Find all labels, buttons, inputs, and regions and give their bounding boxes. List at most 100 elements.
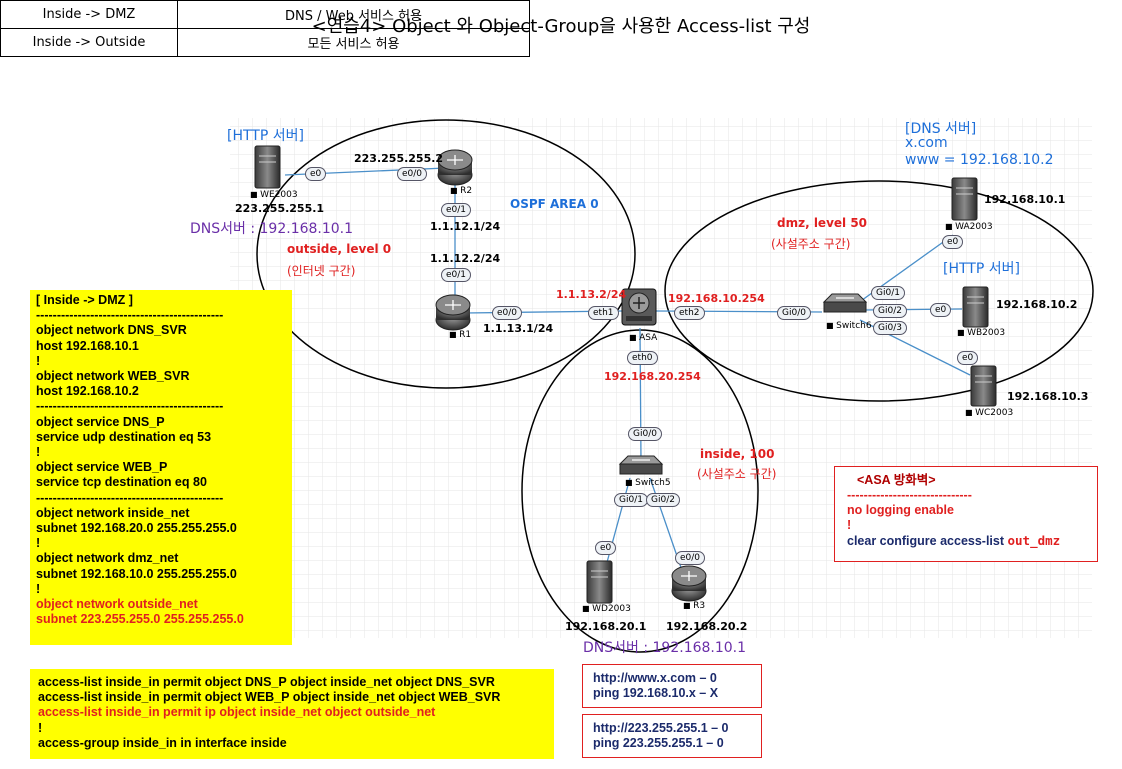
address-label: 192.168.10.2 <box>996 298 1078 311</box>
device-label: WB2003 <box>957 328 1005 338</box>
config-line: object network WEB_SVR <box>36 369 190 384</box>
dmz-zone-label: dmz, level 50 <box>777 216 868 230</box>
config-line: ! <box>36 445 41 460</box>
config-line: object network inside_net <box>36 505 190 520</box>
server-icon <box>254 145 281 189</box>
inside-zone-label: inside, 100 <box>700 447 775 461</box>
dns-server-dmz-label: [DNS 서버] <box>905 121 977 137</box>
interface-badge: e0/0 <box>675 551 706 565</box>
interface-badge: Gi0/1 <box>614 493 648 507</box>
server-icon <box>586 560 613 604</box>
test-line: http://www.x.com – 0 <box>593 671 717 685</box>
switch-icon <box>618 455 664 475</box>
config-header: [ Inside -> DMZ ] <box>36 293 133 307</box>
interface-badge: eth2 <box>674 306 705 320</box>
outside-zone-desc: (인터넷 구간) <box>287 264 356 278</box>
test-box-outside: http://223.255.255.1 – 0 ping 223.255.25… <box>582 714 762 758</box>
interface-badge: e0/0 <box>492 306 523 320</box>
config-line: object service WEB_P <box>36 460 168 475</box>
device-label: R3 <box>683 601 705 611</box>
address-label: 192.168.20.1 <box>565 620 647 633</box>
interface-badge: Gi0/3 <box>873 321 907 335</box>
config-box: [ Inside -> DMZ ] ----------------------… <box>30 290 292 645</box>
inside-zone-desc: (사설주소 구간) <box>697 467 777 481</box>
asa-box-title: <ASA 방화벽> <box>857 473 936 487</box>
server-icon <box>962 286 989 328</box>
address-label: 1.1.13.1/24 <box>483 322 554 335</box>
address-label: 1.1.12.1/24 <box>430 220 501 233</box>
config-line-highlight: object network outside_net <box>36 597 198 612</box>
policy-row: Inside -> Outside 모든 서비스 허용 <box>0 28 530 57</box>
address-label: 192.168.20.254 <box>604 370 701 383</box>
interface-badge: e0 <box>942 235 964 249</box>
address-label: 223.255.255.2 <box>354 152 444 165</box>
dmz-zone-desc: (사설주소 구간) <box>771 237 851 251</box>
policy-from: Inside -> DMZ <box>0 0 178 29</box>
outside-zone-label: outside, level 0 <box>287 242 392 256</box>
address-label: 192.168.10.1 <box>984 193 1066 206</box>
config-line: host 192.168.10.2 <box>36 384 139 399</box>
interface-badge: e0 <box>305 167 327 181</box>
dns-out-label: DNS서버 : 192.168.10.1 <box>190 221 354 237</box>
interface-badge: eth0 <box>627 351 658 365</box>
ospf-area-label: OSPF AREA 0 <box>510 197 599 211</box>
config-line: ----------------------------------------… <box>36 490 224 505</box>
interface-badge: Gi0/0 <box>777 306 811 320</box>
device-label: Switch5 <box>625 478 670 488</box>
acl-line: access-list inside_in permit object DNS_… <box>38 675 495 689</box>
policy-row: Inside -> DMZ DNS / Web 서비스 허용 <box>0 0 530 29</box>
dns-record-label: www = 192.168.10.2 <box>905 152 1054 168</box>
asa-command-box: <ASA 방화벽> ------------------------------… <box>834 466 1098 562</box>
policy-rule: DNS / Web 서비스 허용 <box>177 0 530 29</box>
interface-badge: e0 <box>957 351 979 365</box>
asa-command-clear: clear configure access-list out_dmz <box>847 533 1085 549</box>
config-line: service tcp destination eq 80 <box>36 475 207 490</box>
config-line: ----------------------------------------… <box>36 399 224 414</box>
config-separator: ----------------------------------------… <box>36 308 224 323</box>
interface-badge: Gi0/2 <box>873 304 907 318</box>
address-label: 192.168.20.2 <box>666 620 748 633</box>
config-line: subnet 192.168.10.0 255.255.255.0 <box>36 566 237 581</box>
config-line: object network DNS_SVR <box>36 323 187 338</box>
config-line-highlight: subnet 223.255.255.0 255.255.255.0 <box>36 612 244 627</box>
policy-table: Inside -> DMZ DNS / Web 서비스 허용 Inside ->… <box>0 0 530 57</box>
config-line: ! <box>36 536 41 551</box>
test-line: ping 192.168.10.x – X <box>593 686 719 700</box>
outside-zone <box>256 119 636 389</box>
interface-badge: e0/1 <box>441 268 472 282</box>
device-label: WE2003 <box>250 190 298 200</box>
address-label: 223.255.255.1 <box>235 202 325 215</box>
address-label: 192.168.10.3 <box>1007 390 1089 403</box>
interface-badge: e0 <box>595 541 617 555</box>
acl-line: access-group inside_in in interface insi… <box>38 735 287 750</box>
dns-in-label: DNS서버 : 192.168.10.1 <box>583 640 747 656</box>
asa-command: ! <box>847 518 852 532</box>
interface-badge: Gi0/1 <box>871 286 905 300</box>
router-icon <box>671 565 707 602</box>
interface-badge: eth1 <box>588 306 619 320</box>
device-label: ASA <box>629 333 657 343</box>
device-label: WD2003 <box>582 604 631 614</box>
acl-line: ! <box>38 720 43 735</box>
interface-badge: e0/1 <box>441 203 472 217</box>
device-label: WA2003 <box>945 222 992 232</box>
address-label: 192.168.10.254 <box>668 292 765 305</box>
asa-command-prefix: clear configure access-list <box>847 534 1008 548</box>
config-line: subnet 192.168.20.0 255.255.255.0 <box>36 521 237 536</box>
device-label: Switch6 <box>826 321 871 331</box>
router-icon <box>437 149 473 186</box>
http-server-out-label: [HTTP 서버] <box>227 128 304 144</box>
server-icon <box>951 177 978 221</box>
switch-icon <box>822 293 868 313</box>
device-label: WC2003 <box>965 408 1013 418</box>
acl-box: access-list inside_in permit object DNS_… <box>30 669 554 759</box>
device-label: R2 <box>450 186 472 196</box>
device-label: R1 <box>449 330 471 340</box>
address-label: 1.1.12.2/24 <box>430 252 501 265</box>
policy-rule: 모든 서비스 허용 <box>177 28 530 57</box>
dmz-zone <box>664 180 1094 402</box>
interface-badge: Gi0/2 <box>646 493 680 507</box>
interface-badge: Gi0/0 <box>628 427 662 441</box>
http-server-dmz-label: [HTTP 서버] <box>943 261 1020 277</box>
config-line: object network dmz_net <box>36 551 179 566</box>
